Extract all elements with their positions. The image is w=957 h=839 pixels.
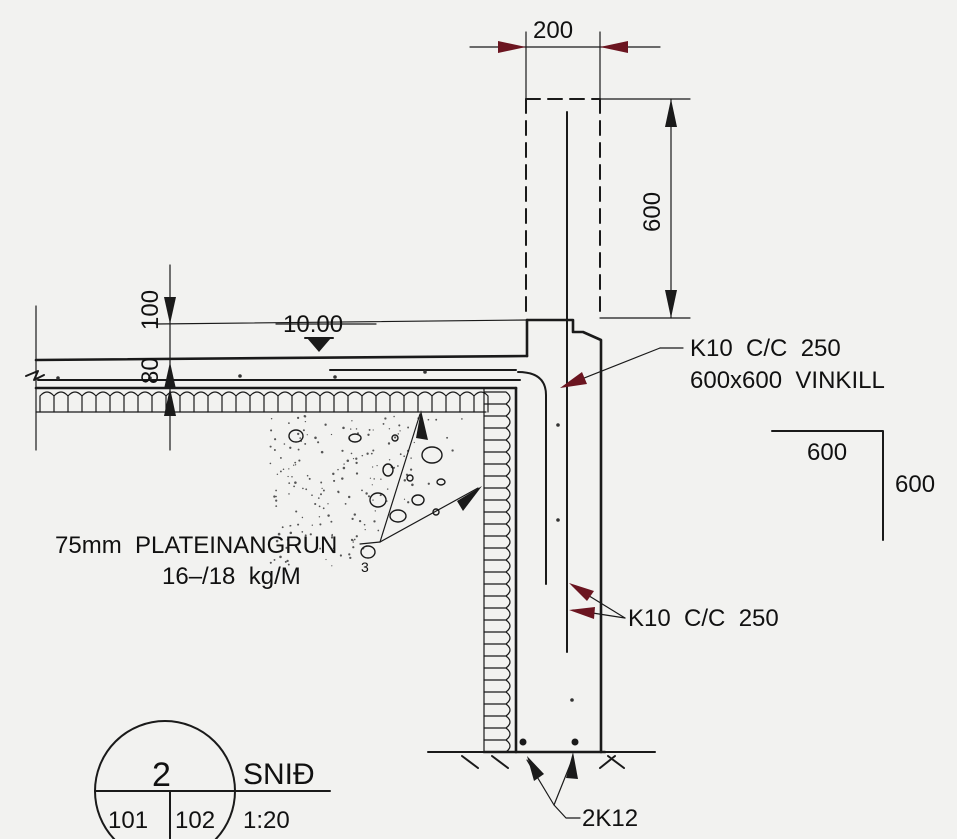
footing-bars-text: 2K12 (582, 805, 638, 832)
label-rebar-top: K10 C/C 250 600x600 VINKILL (560, 335, 885, 394)
label-rebar-wall: K10 C/C 250 (569, 583, 779, 632)
dim-slab-thickness-text: 100 (137, 290, 164, 330)
ref-right: 102 (175, 807, 215, 834)
upstand-outline (525, 98, 691, 319)
dim-wall-width-text: 200 (533, 17, 573, 44)
insulation-sup: 3 (361, 559, 369, 575)
insulation-line1: 75mm PLATEINANGRUN (55, 532, 337, 559)
insulation-line2: 16–/18 kg/M (162, 563, 301, 590)
ground-line (427, 738, 656, 769)
ref-left: 101 (108, 807, 148, 834)
title-block: 2 SNIÐ 101 102 1:20 (94, 720, 331, 839)
slab (25, 305, 529, 451)
section-title: SNIÐ (243, 758, 315, 791)
dim-insulation-thickness-text: 80 (137, 357, 164, 384)
scale-text: 1:20 (243, 807, 290, 834)
wall-rebar (517, 111, 568, 653)
slab-insulation (35, 391, 489, 413)
label-footing-bars: 2K12 (526, 752, 638, 832)
dim-wall-width: 200 (469, 17, 661, 101)
floor-level: 10.00 (275, 311, 377, 352)
rebar-wall-text: K10 C/C 250 (628, 605, 779, 632)
angle-sketch: 600 600 (771, 430, 935, 541)
rebar-top-line2: 600x600 VINKILL (690, 367, 885, 394)
dim-upstand-height: 600 (639, 98, 677, 319)
dim-slab-thickness: 100 80 (137, 264, 528, 451)
label-insulation: 75mm PLATEINANGRUN 16–/18 kg/M 3 (55, 410, 482, 590)
angle-leg-horizontal: 600 (807, 439, 847, 466)
wall-insulation (483, 387, 511, 753)
section-number: 2 (152, 756, 171, 794)
rebar-top-line1: K10 C/C 250 (690, 335, 841, 362)
angle-leg-vertical: 600 (895, 471, 935, 498)
dim-upstand-height-text: 600 (639, 192, 666, 232)
